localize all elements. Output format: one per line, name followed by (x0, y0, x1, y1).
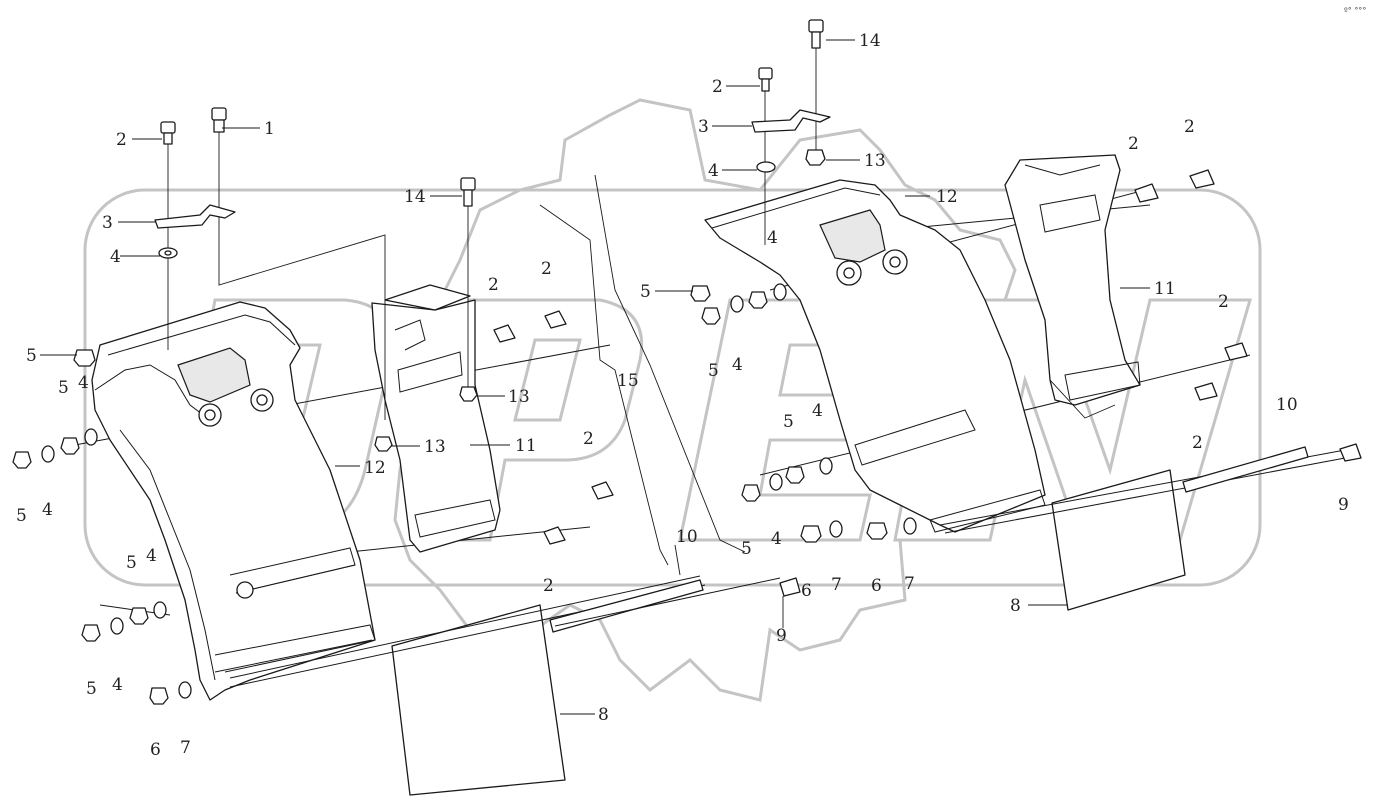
callout-15: 15 (617, 371, 639, 391)
callout-9: 9 (1338, 495, 1349, 515)
callout-8: 8 (1010, 596, 1021, 616)
callout-3: 3 (698, 117, 709, 137)
callout-10: 10 (676, 527, 698, 547)
callout-11: 11 (1154, 279, 1176, 299)
callout-2: 2 (1184, 117, 1195, 137)
callout-13: 13 (424, 437, 446, 457)
callout-7: 7 (180, 738, 191, 758)
corner-mark: º° °°° (1344, 6, 1366, 15)
callout-9: 9 (776, 626, 787, 646)
callout-labels: 1 2 3 4 5 4 5 5 4 5 4 5 4 6 7 14 2 2 13 … (16, 31, 1349, 760)
callout-2: 2 (543, 576, 554, 596)
callout-5: 5 (16, 506, 27, 526)
callout-6: 6 (871, 576, 882, 596)
callout-5: 5 (640, 282, 651, 302)
callout-13: 13 (864, 151, 886, 171)
callout-6: 6 (801, 581, 812, 601)
callout-4: 4 (110, 247, 121, 267)
callout-5: 5 (126, 553, 137, 573)
left-hardware (12, 107, 801, 705)
callout-2: 2 (488, 275, 499, 295)
callout-2: 2 (1128, 134, 1139, 154)
callout-8: 8 (598, 705, 609, 725)
callout-3: 3 (102, 213, 113, 233)
fender-right (704, 179, 1046, 533)
callout-7: 7 (904, 574, 915, 594)
callout-5: 5 (86, 679, 97, 699)
callout-14: 14 (404, 187, 426, 207)
callout-2: 2 (116, 130, 127, 150)
fender-left (91, 301, 376, 701)
callout-4: 4 (78, 373, 89, 393)
callout-7: 7 (831, 575, 842, 595)
callout-4: 4 (708, 161, 719, 181)
callout-4: 4 (732, 355, 743, 375)
callout-2: 2 (1218, 292, 1229, 312)
callout-4: 4 (812, 401, 823, 421)
mudflap-left (229, 575, 706, 796)
callout-1: 1 (264, 119, 275, 139)
callout-13: 13 (508, 387, 530, 407)
callout-5: 5 (708, 361, 719, 381)
strip-left (549, 577, 781, 633)
strip-right (1182, 446, 1309, 493)
callout-11: 11 (515, 436, 537, 456)
callout-5: 5 (26, 346, 37, 366)
callout-4: 4 (42, 500, 53, 520)
callout-4: 4 (771, 529, 782, 549)
bracket-right (1004, 154, 1141, 406)
callout-2: 2 (583, 429, 594, 449)
callout-14: 14 (859, 31, 881, 51)
callout-4: 4 (112, 675, 123, 695)
callout-leaders (40, 39, 1150, 715)
callout-2: 2 (541, 259, 552, 279)
callout-2: 2 (1192, 433, 1203, 453)
callout-4: 4 (146, 546, 157, 566)
callout-2: 2 (712, 77, 723, 97)
callout-4: 4 (767, 228, 778, 248)
callout-12: 12 (364, 458, 386, 478)
callout-10: 10 (1276, 395, 1298, 415)
callout-5: 5 (58, 378, 69, 398)
callout-6: 6 (150, 740, 161, 760)
right-hardware (690, 19, 1362, 543)
callout-5: 5 (741, 539, 752, 559)
callout-12: 12 (936, 187, 958, 207)
callout-5: 5 (783, 412, 794, 432)
